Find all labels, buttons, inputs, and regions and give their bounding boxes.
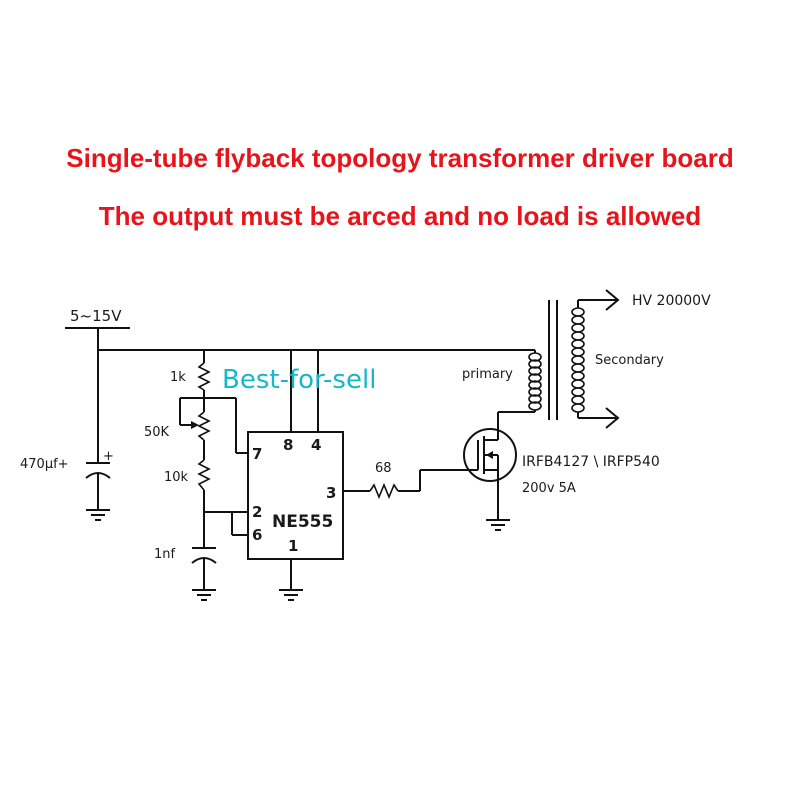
pin-4-label: 4	[311, 436, 321, 454]
title-line-1: Single-tube flyback topology transformer…	[66, 143, 734, 173]
timing-capacitor-label: 1nf	[154, 547, 176, 562]
wire-pin8-pin4	[290, 350, 319, 432]
mosfet-rating-label: 200v 5A	[522, 481, 576, 496]
ground-symbol-chip	[279, 559, 303, 601]
hv-output-top: HV 20000V	[577, 289, 711, 311]
ne555-chip: 8 4 7 3 2 6 NE555 1	[247, 431, 344, 560]
bulk-capacitor-plus: +	[103, 449, 114, 464]
hv-output-label: HV 20000V	[632, 293, 711, 309]
secondary-label: Secondary	[595, 353, 664, 368]
pin-8-label: 8	[283, 436, 293, 454]
flyback-transformer: primary Secondary	[462, 300, 664, 429]
gate-resistor-label: 68	[375, 461, 392, 476]
ground-symbol-bulk-cap	[86, 509, 110, 521]
pin-6-label: 6	[252, 526, 262, 544]
mosfet-part-label: IRFB4127 \ IRFP540	[522, 454, 660, 470]
ground-symbol-timing-cap	[192, 589, 216, 601]
bulk-capacitor: + 470µf+	[20, 350, 114, 510]
wire-pin2-pin6	[204, 511, 248, 536]
ground-symbol-mosfet	[486, 481, 510, 531]
bulk-capacitor-label: 470µf+	[20, 457, 69, 472]
supply-voltage-label: 5~15V	[70, 307, 122, 325]
resistor-10k: 10k	[164, 459, 211, 512]
pin-7-label: 7	[252, 445, 262, 463]
chip-name-label: NE555	[272, 512, 333, 532]
hv-output-bottom	[577, 407, 620, 429]
mosfet-transistor: IRFB4127 \ IRFP540 200v 5A	[463, 428, 660, 496]
secondary-winding	[571, 307, 585, 413]
supply-rail: 5~15V	[65, 307, 535, 351]
resistor-1k: 1k	[170, 350, 211, 398]
transformer-core	[548, 300, 558, 420]
resistor-1k-label: 1k	[170, 370, 186, 385]
pin-3-label: 3	[326, 484, 336, 502]
title-line-2: The output must be arced and no load is …	[98, 201, 702, 231]
primary-winding	[528, 352, 542, 411]
gate-resistor-68: 68	[343, 461, 478, 500]
resistor-10k-label: 10k	[164, 470, 189, 485]
pin-1-label: 1	[288, 537, 298, 555]
primary-label: primary	[462, 367, 513, 382]
pin-2-label: 2	[252, 503, 262, 521]
potentiometer-50k: 50K	[144, 397, 211, 460]
watermark-text: Best-for-sell	[222, 365, 376, 395]
wire-pin7	[204, 397, 248, 454]
timing-capacitor: 1nf	[154, 512, 217, 590]
potentiometer-label: 50K	[144, 425, 170, 440]
